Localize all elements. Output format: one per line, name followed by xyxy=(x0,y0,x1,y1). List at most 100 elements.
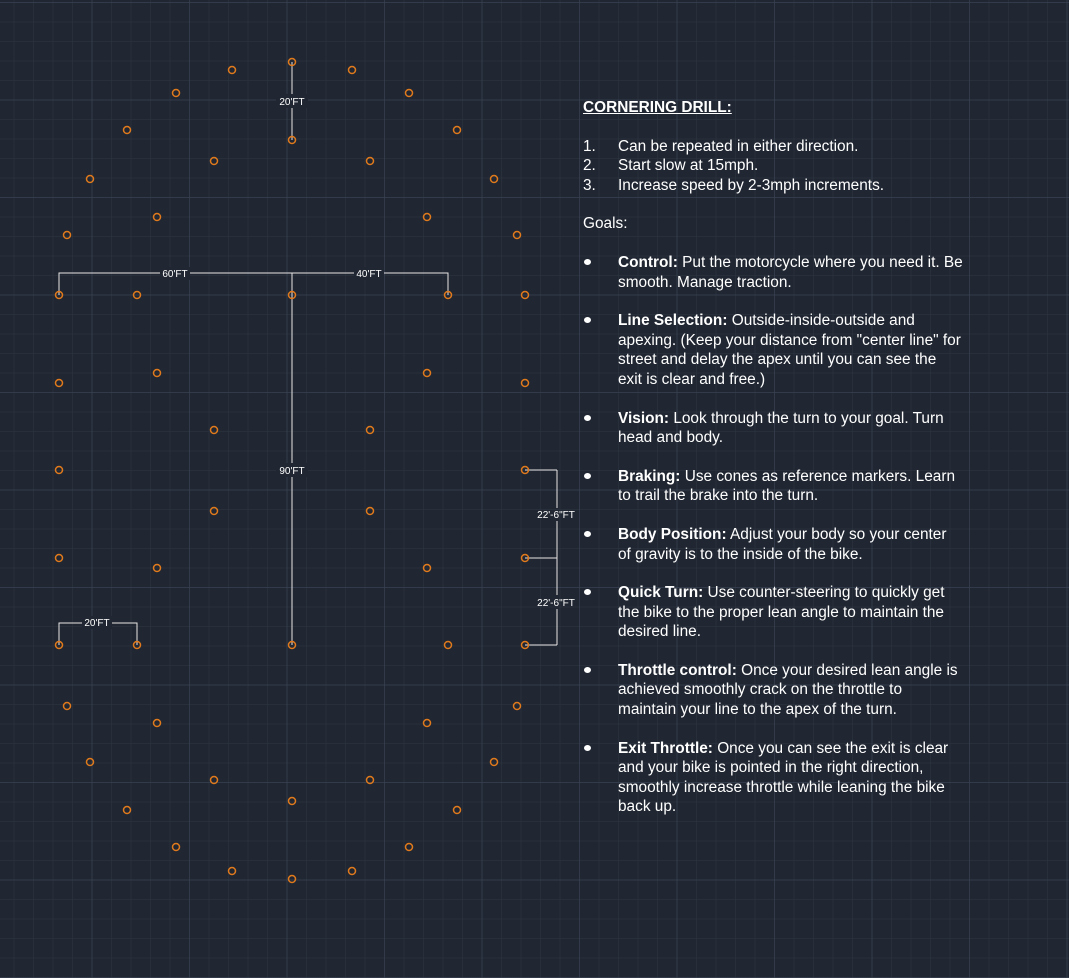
step-text: Increase speed by 2-3mph increments. xyxy=(618,176,885,194)
cone xyxy=(209,156,219,166)
goal-title: Body Position: xyxy=(618,525,727,543)
goal-body: Body Position: Adjust your body so your … xyxy=(618,525,963,564)
cone xyxy=(452,125,462,135)
goal-item: Exit Throttle: Once you can see the exit… xyxy=(583,739,983,817)
label-bg xyxy=(82,616,112,629)
cone xyxy=(365,506,375,516)
cone xyxy=(171,842,181,852)
goal-text: Once you can see the exit is clear and y… xyxy=(618,739,949,816)
goal-body: Vision: Look through the turn to your go… xyxy=(618,409,963,448)
left-span-dimension-label: 60'FT xyxy=(162,269,187,280)
goal-text: Adjust your body so your center of gravi… xyxy=(618,525,947,563)
label-bg xyxy=(160,267,190,280)
bullet-icon xyxy=(583,661,618,720)
step-number: 2. xyxy=(583,157,596,175)
cone xyxy=(287,290,297,300)
bottom-left-dimension-label: 20'FT xyxy=(84,618,109,629)
cone xyxy=(209,425,219,435)
right-upper-dimension-label: 22'-6"FT xyxy=(537,510,575,521)
cone xyxy=(365,425,375,435)
step-item: 3. Increase speed by 2-3mph increments. xyxy=(583,176,983,196)
cone xyxy=(287,57,297,67)
cone xyxy=(422,368,432,378)
cone xyxy=(422,212,432,222)
drill-notes: CORNERING DRILL: 1. Can be repeated in e… xyxy=(583,98,983,836)
goals-label: Goals: xyxy=(583,215,628,233)
cone xyxy=(404,88,414,98)
step-item: 2. Start slow at 15mph. xyxy=(583,156,983,176)
step-text: Can be repeated in either direction. xyxy=(618,137,859,155)
goal-title: Vision: xyxy=(618,409,670,427)
goal-title: Braking: xyxy=(618,467,681,485)
goal-body: Throttle control: Once your desired lean… xyxy=(618,661,963,720)
goal-item: Quick Turn: Use counter-steering to quic… xyxy=(583,583,983,642)
cone xyxy=(443,290,453,300)
goal-item: Vision: Look through the turn to your go… xyxy=(583,409,983,448)
goal-text: Use cones as reference markers. Learn to… xyxy=(618,467,956,505)
bullet-icon xyxy=(583,583,618,642)
cone xyxy=(62,230,72,240)
goal-item: Braking: Use cones as reference markers.… xyxy=(583,467,983,506)
goal-title: Throttle control: xyxy=(618,661,737,679)
goal-title: Exit Throttle: xyxy=(618,739,713,757)
step-number: 3. xyxy=(583,176,596,194)
cone xyxy=(54,640,64,650)
cone xyxy=(287,640,297,650)
goal-text: Use counter-steering to quickly get the … xyxy=(618,584,945,641)
goal-text: Once your desired lean angle is achieved… xyxy=(618,661,958,719)
cone xyxy=(152,718,162,728)
right-span-dimension-label: 40'FT xyxy=(356,269,381,280)
step-text: Start slow at 15mph. xyxy=(618,157,759,175)
cone xyxy=(287,874,297,884)
goal-item: Throttle control: Once your desired lean… xyxy=(583,661,983,720)
cone xyxy=(347,866,357,876)
cone xyxy=(422,563,432,573)
goal-item: Body Position: Adjust your body so your … xyxy=(583,525,983,564)
notes-title: CORNERING DRILL: xyxy=(583,99,732,116)
cone xyxy=(489,757,499,767)
step-number: 1. xyxy=(583,137,596,155)
goal-title: Line Selection: xyxy=(618,312,728,330)
label-bg xyxy=(354,267,384,280)
cone xyxy=(85,757,95,767)
goal-text: Look through the turn to your goal. Turn… xyxy=(618,409,944,447)
cone xyxy=(404,842,414,852)
cone xyxy=(287,135,297,145)
label-bg xyxy=(276,94,308,108)
cone xyxy=(520,290,530,300)
cone xyxy=(54,378,64,388)
cone xyxy=(85,174,95,184)
right-lower-dimension-label: 22'-6"FT xyxy=(537,598,575,609)
cone xyxy=(347,65,357,75)
dimension-lines xyxy=(58,62,558,646)
vertical-dimension-label: 90'FT xyxy=(279,466,304,477)
cone xyxy=(520,640,530,650)
cone xyxy=(489,174,499,184)
cone xyxy=(365,775,375,785)
cone xyxy=(122,805,132,815)
cone xyxy=(54,290,64,300)
cone xyxy=(152,563,162,573)
cone xyxy=(209,775,219,785)
cone xyxy=(520,553,530,563)
bullet-icon xyxy=(583,311,618,389)
span-dimension-line xyxy=(58,272,449,295)
cone xyxy=(171,88,181,98)
goal-text: Put the motorcycle where you need it. Be… xyxy=(618,253,963,291)
label-bg xyxy=(276,463,308,477)
goal-body: Control: Put the motorcycle where you ne… xyxy=(618,253,963,292)
cone xyxy=(62,701,72,711)
goal-title: Control: xyxy=(618,253,678,271)
cone xyxy=(227,65,237,75)
cone xyxy=(365,156,375,166)
goal-title: Quick Turn: xyxy=(618,584,704,602)
bullet-icon xyxy=(583,525,618,564)
cone xyxy=(132,640,142,650)
cone xyxy=(443,640,453,650)
goals-list: Control: Put the motorcycle where you ne… xyxy=(583,253,983,817)
cone xyxy=(520,378,530,388)
step-item: 1. Can be repeated in either direction. xyxy=(583,137,983,157)
cone xyxy=(512,230,522,240)
cone xyxy=(452,805,462,815)
cone xyxy=(132,290,142,300)
